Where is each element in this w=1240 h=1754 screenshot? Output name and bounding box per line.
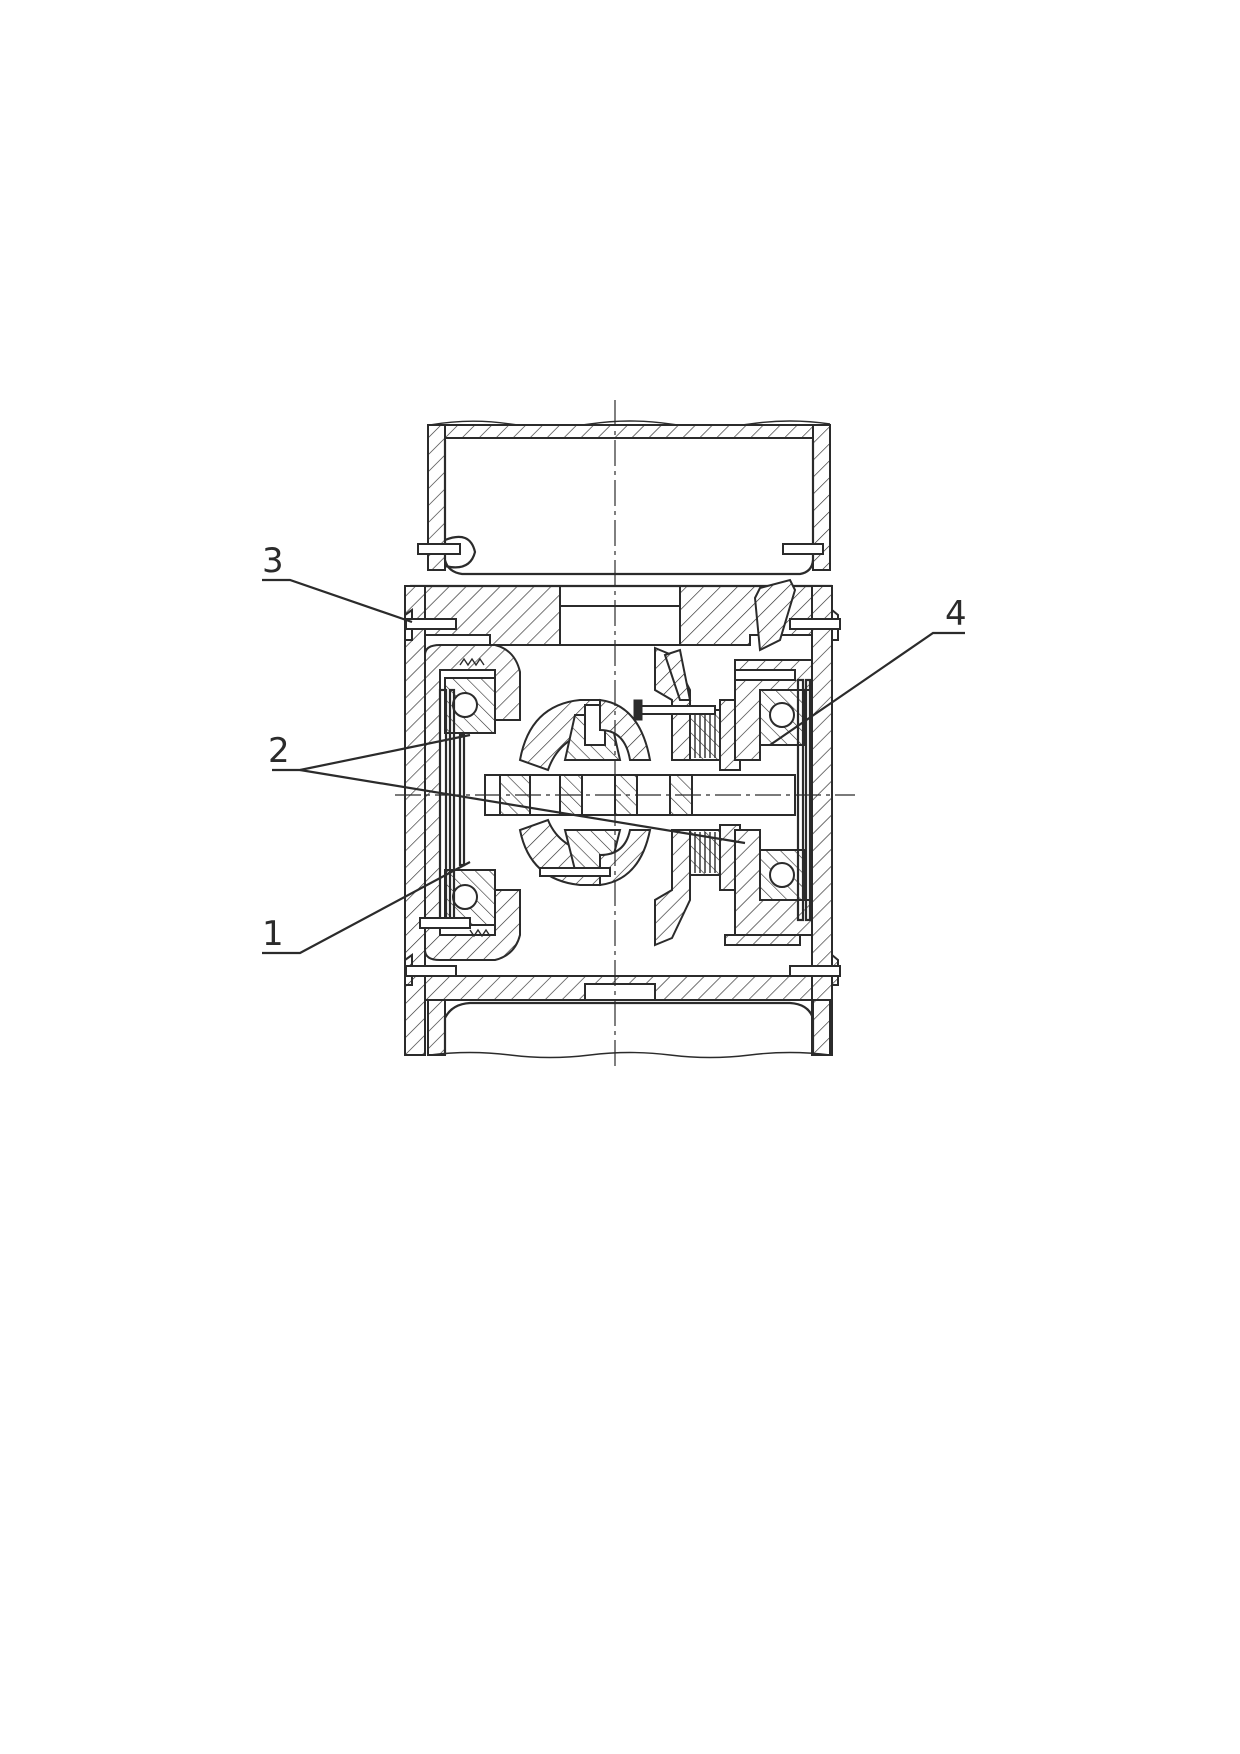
- callout-1: 1: [262, 861, 471, 955]
- callout-label-1: 1: [262, 914, 284, 954]
- callout-label-4: 4: [945, 594, 967, 634]
- callout-label-3: 3: [262, 541, 284, 581]
- outer-housing: [404, 420, 841, 1059]
- callout-3: 3: [262, 541, 413, 624]
- callout-label-2: 2: [268, 731, 290, 771]
- left-bearing-housing: [419, 644, 521, 961]
- callout-2: 2: [268, 731, 746, 845]
- right-bearing-housing: [724, 578, 813, 946]
- callout-4: 4: [769, 594, 967, 746]
- center-lines: [395, 400, 855, 1070]
